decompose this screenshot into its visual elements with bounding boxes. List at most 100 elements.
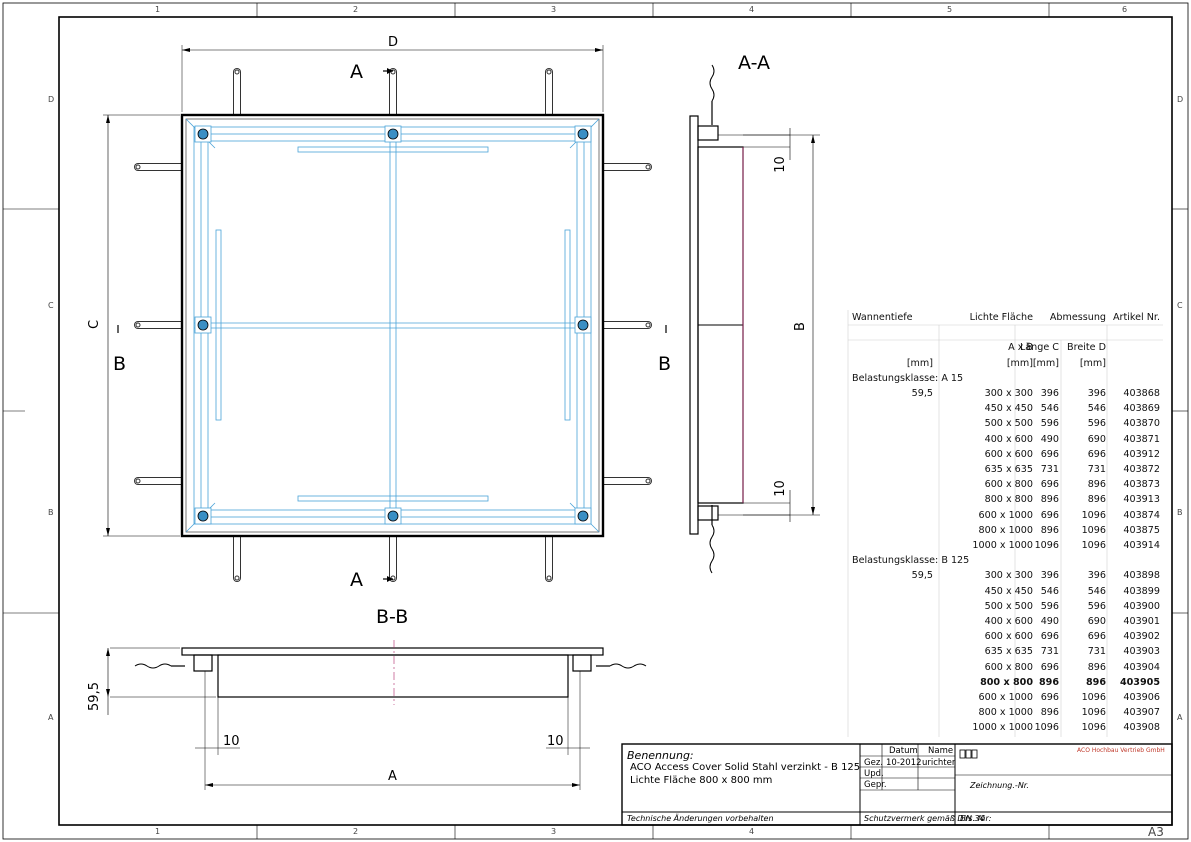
dimension-10-aa-bottom: 10 [772, 480, 788, 497]
width-cell: 690 [1087, 433, 1106, 445]
article-cell: 403903 [1123, 646, 1160, 658]
length-cell: 896 [1038, 676, 1059, 688]
depth-cell: 59,5 [911, 570, 933, 582]
size-cell: 1000 x 1000 [972, 540, 1033, 551]
article-cell: 403906 [1123, 692, 1160, 703]
grid-row-b-right: B [1177, 508, 1183, 517]
size-cell: 300 x 300 [984, 570, 1033, 582]
width-cell: 546 [1087, 585, 1106, 597]
size-cell: 600 x 800 [984, 661, 1033, 673]
width-cell: 596 [1087, 600, 1106, 612]
subheader-laenge-c: Länge C [1019, 342, 1059, 354]
article-cell: 403901 [1123, 616, 1160, 627]
width-cell: 696 [1087, 448, 1106, 460]
size-cell: 400 x 600 [984, 616, 1033, 627]
width-cell: 1096 [1081, 707, 1106, 719]
grid-row-a-left: A [48, 713, 54, 722]
table-row: 59,5 300 x 300 396 396 403898 [848, 568, 1163, 583]
article-cell: 403871 [1123, 433, 1160, 445]
article-cell: 403900 [1123, 600, 1160, 612]
length-cell: 596 [1040, 418, 1059, 430]
article-cell: 403904 [1123, 661, 1160, 673]
width-cell: 1096 [1081, 524, 1106, 536]
width-cell: 731 [1087, 464, 1106, 475]
load-class-label: Belastungsklasse: B 125 [852, 555, 970, 567]
width-cell: 690 [1087, 616, 1106, 627]
datum-label: Datum [889, 746, 918, 756]
size-cell: 800 x 800 [984, 494, 1033, 506]
grid-col-3-top: 3 [551, 5, 557, 14]
size-cell: 600 x 800 [984, 479, 1033, 491]
title-block-lines [621, 743, 1173, 826]
dimension-10-aa-top: 10 [772, 156, 788, 173]
grid-col-2-bottom: 2 [353, 827, 359, 836]
length-cell: 696 [1040, 692, 1059, 703]
company-name: ACO Hochbau Vertrieb GmbH [1077, 747, 1165, 754]
length-cell: 396 [1040, 570, 1059, 582]
section-marker-b-right: B [658, 353, 672, 375]
dimension-depth-label: 59,5 [86, 682, 102, 711]
article-cell: 403898 [1123, 570, 1160, 582]
dimension-a-label: A [388, 769, 397, 784]
width-cell: 396 [1087, 570, 1106, 582]
article-cell: 403899 [1123, 585, 1160, 597]
section-bb-title: B-B [376, 606, 409, 628]
length-cell: 546 [1040, 403, 1059, 415]
grid-col-4-top: 4 [749, 5, 755, 14]
article-cell: 403912 [1123, 448, 1160, 460]
length-cell: 396 [1040, 388, 1059, 399]
load-class-label: Belastungsklasse: A 15 [852, 372, 964, 384]
load-class-row: Belastungsklasse: B 125 [848, 553, 1163, 568]
section-aa-view [689, 64, 820, 574]
dimension-10-bb-left: 10 [223, 734, 240, 749]
aco-logo [959, 749, 978, 759]
section-bb-view [106, 640, 647, 790]
title-line-2: Lichte Fläche 800 x 800 mm [630, 775, 773, 786]
grid-row-d-left: D [48, 95, 55, 104]
grid-row-c-left: C [48, 301, 54, 310]
grid-col-1-bottom: 1 [155, 827, 161, 836]
size-cell: 400 x 600 [984, 433, 1033, 445]
title-line-1: ACO Access Cover Solid Stahl verzinkt - … [630, 762, 861, 773]
protection-note: Schutzvermerk gemäß DIN 34 [864, 814, 985, 823]
grid-row-a-right: A [1177, 713, 1183, 722]
article-cell: 403875 [1123, 524, 1160, 536]
size-cell: 450 x 450 [984, 403, 1033, 415]
width-cell: 896 [1087, 494, 1106, 506]
size-cell: 635 x 635 [984, 646, 1033, 658]
section-marker-a-top: A [350, 61, 363, 83]
width-cell: 596 [1087, 418, 1106, 430]
upd-label: Upd. [864, 769, 884, 779]
article-cell: 403913 [1123, 494, 1160, 506]
length-cell: 546 [1040, 585, 1059, 597]
width-cell: 896 [1087, 661, 1106, 673]
size-cell: 635 x 635 [984, 464, 1033, 475]
width-cell: 896 [1085, 676, 1106, 688]
header-abmessung: Abmessung [1049, 312, 1106, 323]
grid-col-6-top: 6 [1122, 5, 1128, 14]
width-cell: 696 [1087, 631, 1106, 643]
unit-cell: [mm] [1032, 357, 1059, 369]
grid-row-d-right: D [1177, 95, 1184, 104]
dimension-d-label: D [388, 35, 399, 50]
width-cell: 546 [1087, 403, 1106, 415]
subheader-breite-d: Breite D [1067, 342, 1106, 354]
grid-row-b-left: B [48, 508, 54, 517]
length-cell: 596 [1040, 600, 1059, 612]
unit-cell: [mm] [906, 357, 933, 369]
gez-name: urichter [922, 758, 956, 768]
size-cell: 800 x 1000 [978, 524, 1033, 536]
